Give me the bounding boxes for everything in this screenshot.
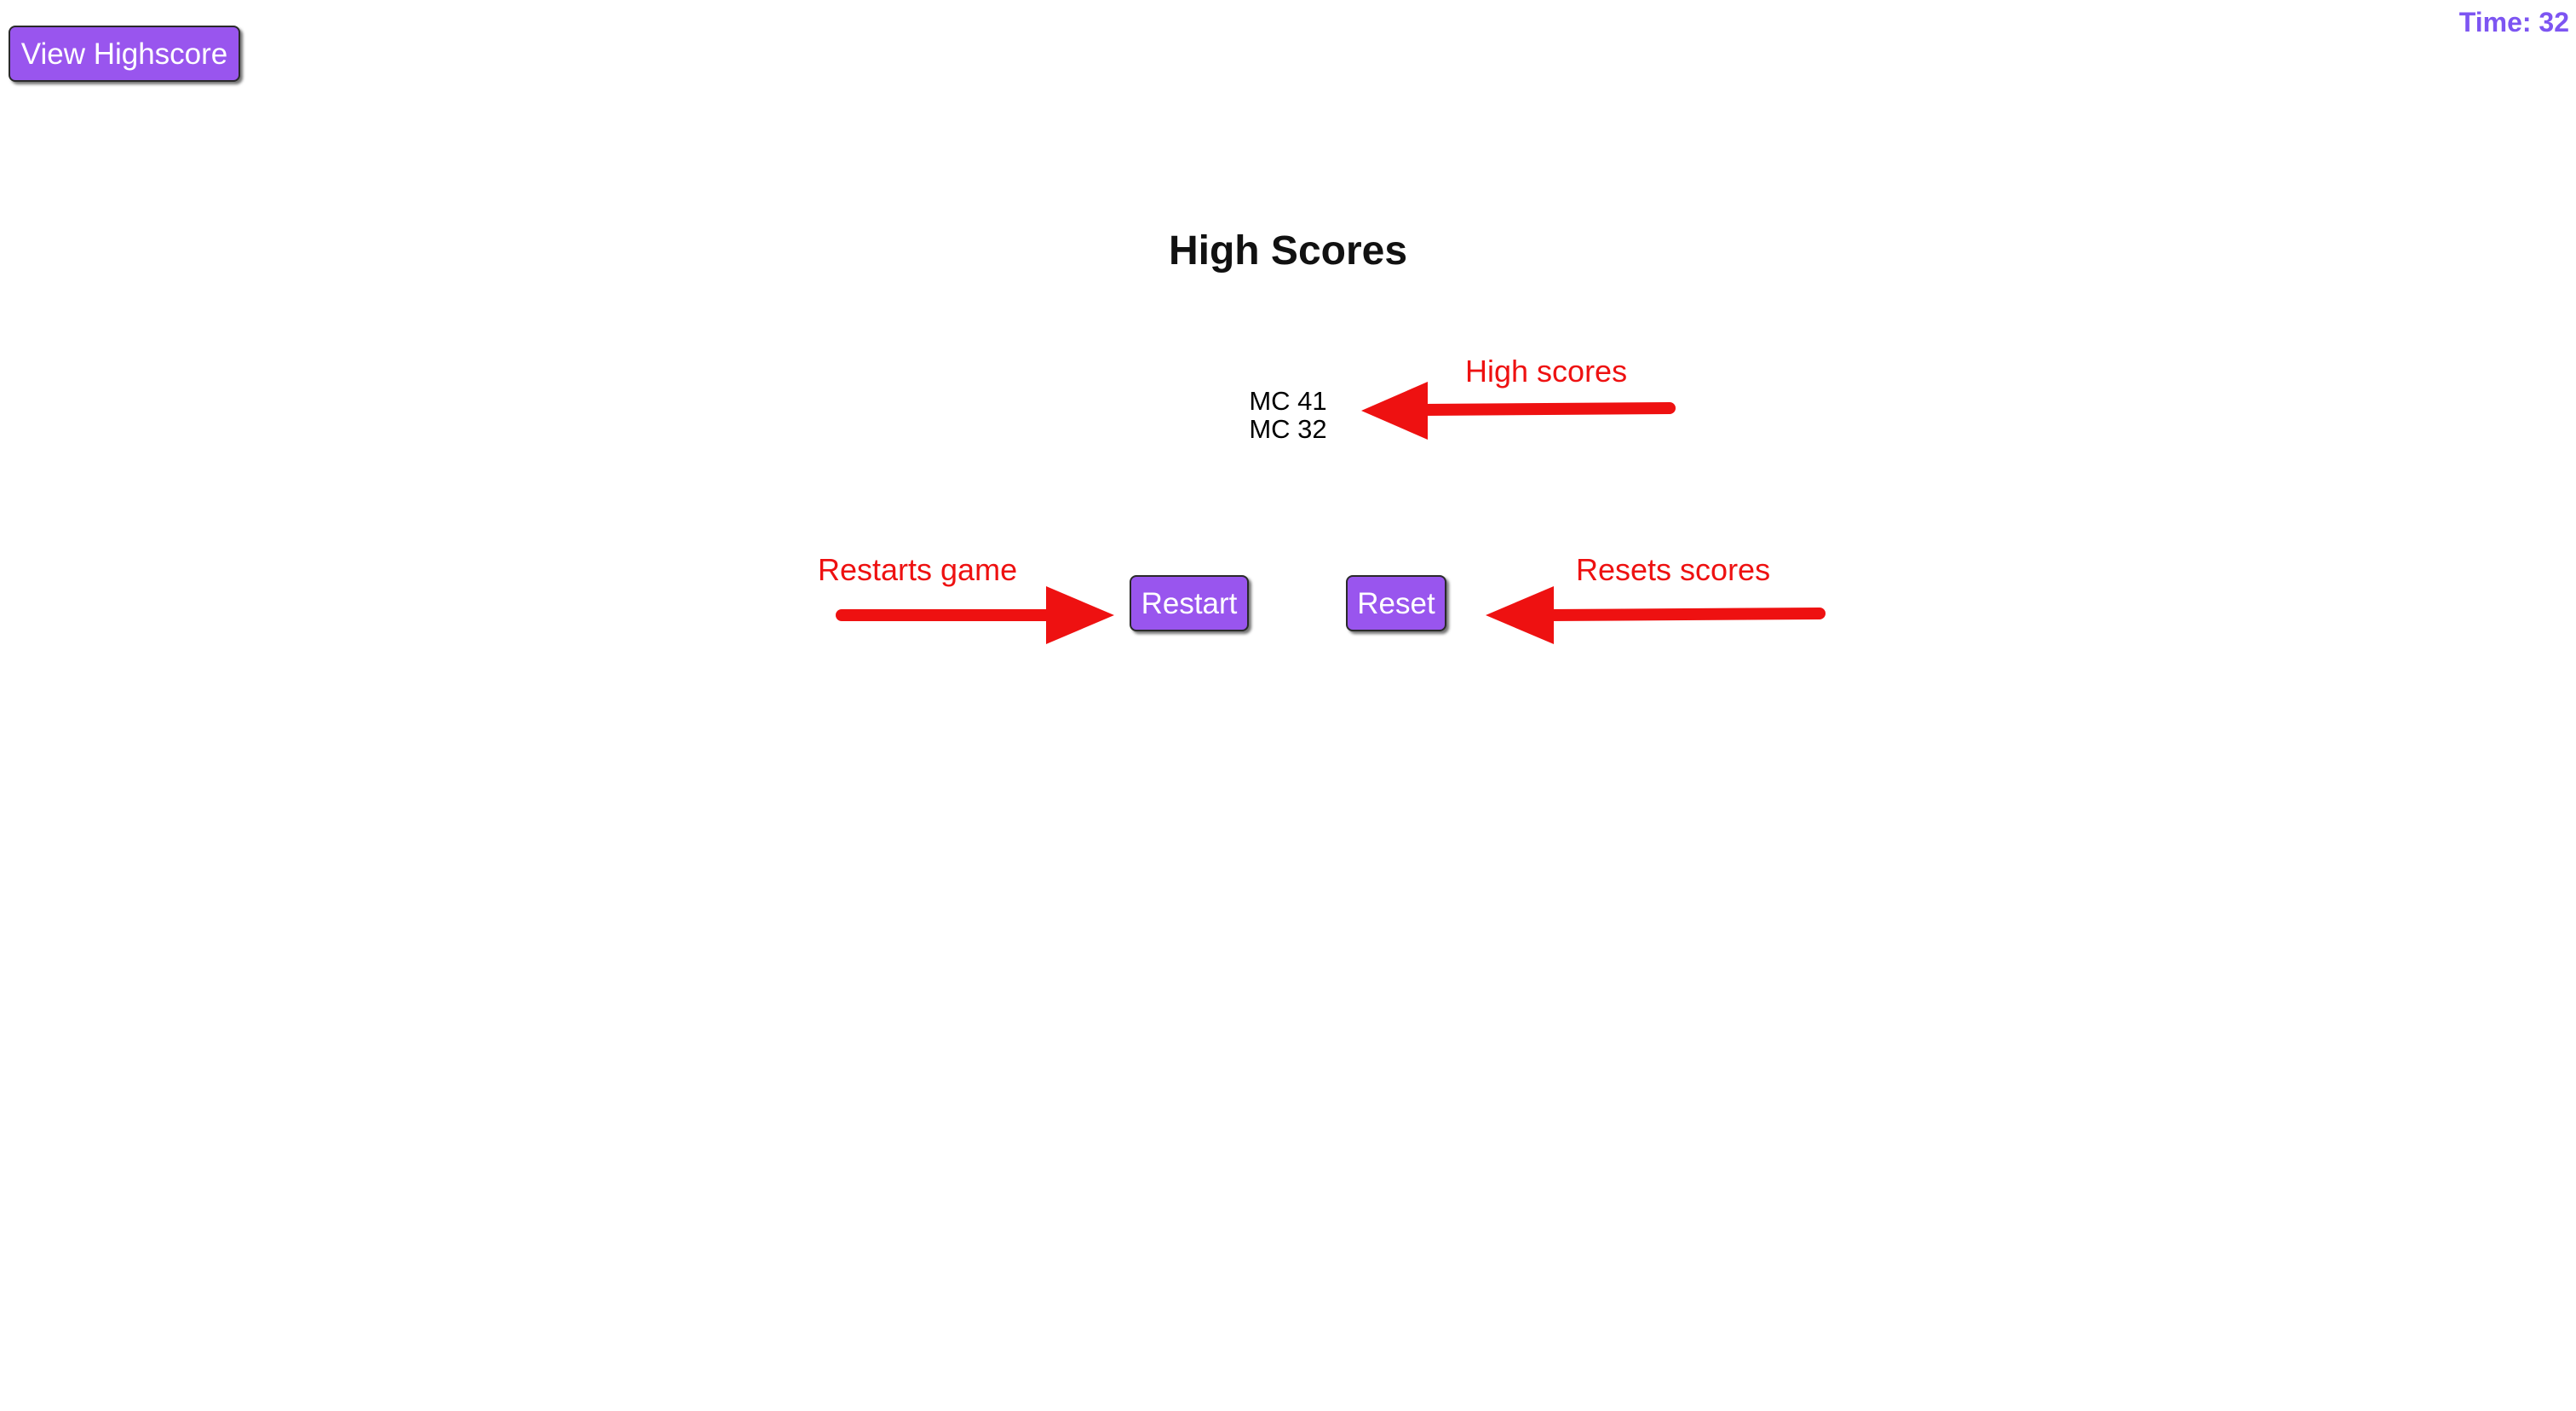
restart-button[interactable]: Restart bbox=[1130, 575, 1249, 631]
reset-arrow bbox=[1486, 586, 1826, 644]
high-score-entry: MC 41 bbox=[1249, 386, 1327, 416]
timer-display: Time: 32 bbox=[2458, 7, 2569, 37]
view-highscore-button[interactable]: View Highscore bbox=[9, 26, 240, 82]
annotation-resets-scores: Resets scores bbox=[1576, 552, 1771, 587]
high-score-entry: MC 32 bbox=[1249, 414, 1327, 444]
annotation-high-scores: High scores bbox=[1465, 354, 1628, 389]
high-score-list: MC 41 MC 32 bbox=[1245, 387, 1331, 443]
reset-button[interactable]: Reset bbox=[1346, 575, 1446, 631]
annotation-restarts-game: Restarts game bbox=[818, 552, 1018, 587]
restart-arrow bbox=[836, 586, 1114, 644]
high-scores-arrow bbox=[1361, 382, 1676, 440]
high-scores-title: High Scores bbox=[1168, 228, 1408, 274]
